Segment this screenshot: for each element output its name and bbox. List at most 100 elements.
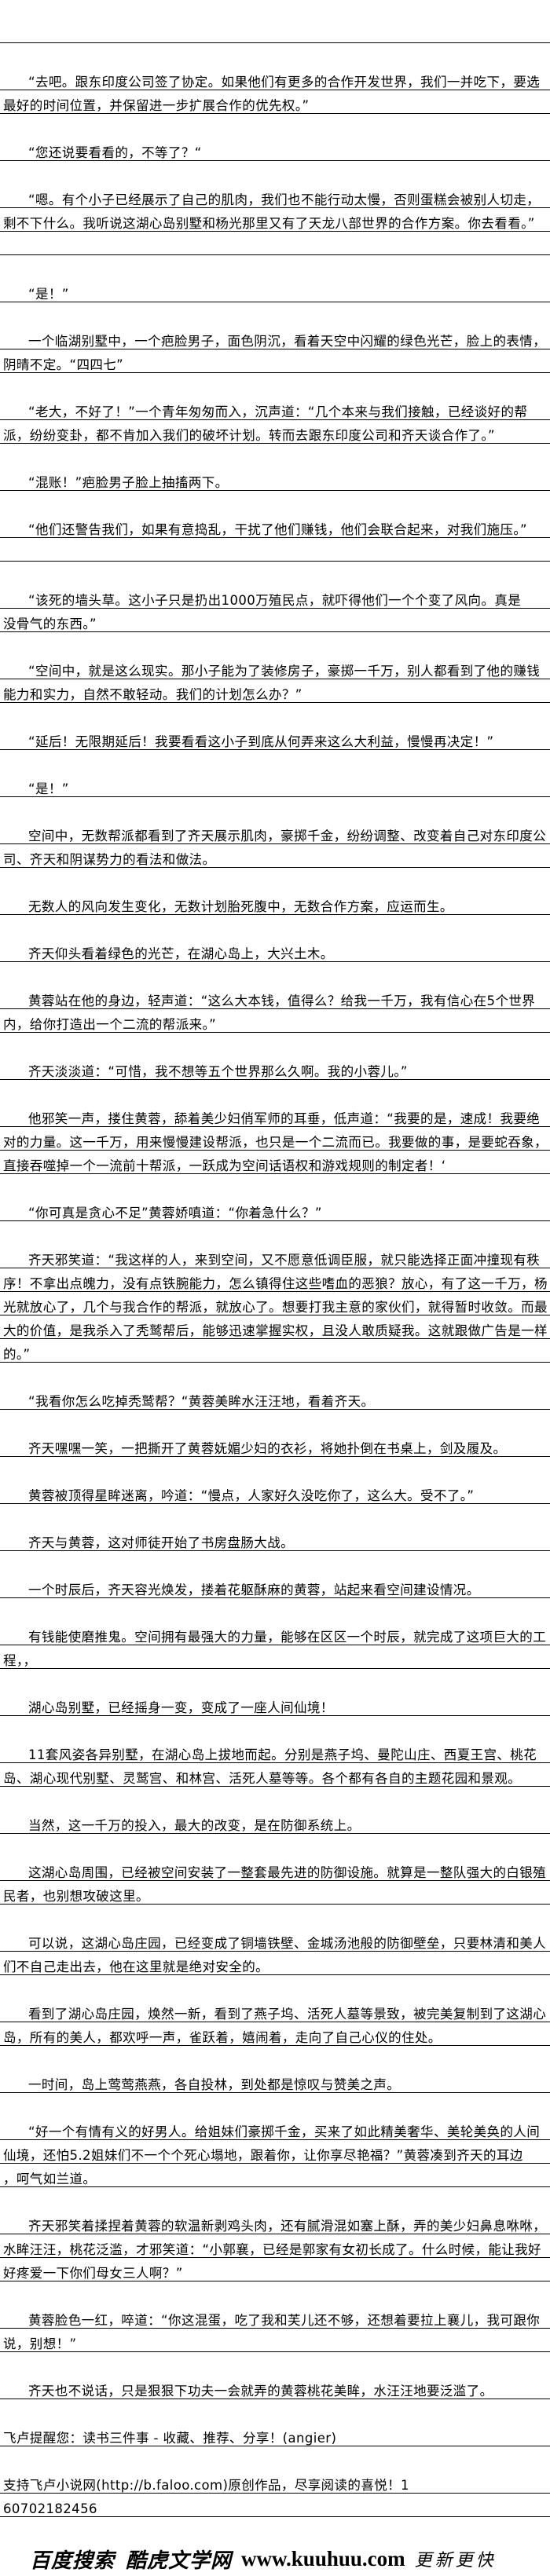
text-line: 直接吞噬掉一个一流前十帮派，一跃成为空间话语权和游戏规则的制定者！‘ bbox=[0, 1151, 550, 1174]
text-line: 黄蓉被顶得星眸迷离，吟道：“慢点，人家好久没吃你了，这么大。受不了。” bbox=[0, 1480, 550, 1504]
text-line: 飞卢提醒您：读书三件事 - 收藏、推荐、分享！(angier) bbox=[0, 2423, 550, 2446]
paragraph: 可以说，这湖心岛庄园，已经变成了铜墙铁壁、金城汤池般的防御壁垒，只要林清和美人们… bbox=[0, 1928, 550, 1975]
paragraph: “他们还警告我们，如果有意捣乱，干扰了他们赚钱，他们会联合起来，对我们施压。” bbox=[0, 514, 550, 562]
paragraph: 齐天邪笑着揉捏着黄蓉的软温新剥鸡头肉，还有腻滑混如塞上酥，弄的美少妇鼻息咻咻，水… bbox=[0, 2211, 550, 2281]
paragraph: 他邪笑一声，搂住黄蓉，舔着美少妇俏军师的耳垂，低声道：“我要的是，速成！我要绝对… bbox=[0, 1103, 550, 1174]
text-line: 剩不下什么。我听说这湖心岛别墅和杨光那里又有了天龙八部世界的合作方案。你去看看。… bbox=[0, 208, 550, 232]
text-line: 看到了湖心岛庄园，焕然一新，看到了燕子坞、活死人墓等景致，被完美复制到了这湖心 bbox=[0, 1999, 550, 2022]
paragraph: 当然，这一千万的投入，最大的改变，是在防御系统上。 bbox=[0, 1810, 550, 1834]
text-line: “好一个有情有义的好男人。给姐妹们豪掷千金，买来了如此精美奢华、美轮美奂的人间 bbox=[0, 2117, 550, 2140]
footer-note: 飞卢提醒您：读书三件事 - 收藏、推荐、分享！(angier) bbox=[0, 2423, 550, 2446]
text-line: 大的价值，是我杀入了秃鹫帮后，能够迅速掌握实权，且没人敢质疑我。这就跟做广告是一… bbox=[0, 1315, 550, 1339]
text-line: 齐天仰头看着绿色的光芒，在湖心岛上，大兴土木。 bbox=[0, 939, 550, 962]
text-line bbox=[0, 232, 550, 255]
text-line: “你可真是贪心不足”黄蓉娇嗔道：“你着急什么？” bbox=[0, 1198, 550, 1221]
paragraph: 齐天也不说话，只是狠狠下功夫一会就弄的黄蓉桃花美眸，水汪汪地要泛滥了。 bbox=[0, 2376, 550, 2399]
text-line bbox=[0, 20, 550, 43]
paragraph: 一时间，岛上莺莺燕燕，各自投林，到处都是惊叹与赞美之声。 bbox=[0, 2069, 550, 2093]
paragraph: “混账！”疤脸男子脸上抽搐两下。 bbox=[0, 467, 550, 491]
text-line: 民者，也别想攻破这里。 bbox=[0, 1881, 550, 1905]
text-line: “延后！无限期延后！我要看看这小子到底从何弄来这么大利益，慢慢再决定！” bbox=[0, 726, 550, 750]
text-line: 好疼爱一下你们母女三人啊？” bbox=[0, 2258, 550, 2281]
text-line bbox=[0, 538, 550, 562]
paragraph: 黄蓉脸色一红，啐道：“你这混蛋，吃了我和芙儿还不够，还想着要拉上襄儿，我可跟你说… bbox=[0, 2305, 550, 2352]
logo-search-text: 百度搜索 bbox=[30, 2549, 116, 2573]
text-line: 黄蓉站在他的身边，轻声道：“这么大本钱，值得么？给我一千万，我有信心在5个世界 bbox=[0, 986, 550, 1009]
text-line: 无数人的风向发生变化，无数计划胎死腹中，无数合作方案，应运而生。 bbox=[0, 891, 550, 915]
text-line: “他们还警告我们，如果有意捣乱，干扰了他们赚钱，他们会联合起来，对我们施压。” bbox=[0, 514, 550, 538]
paragraph: “空间中，就是这么现实。那小子能为了装修房子，豪掷一千万，别人都看到了他的赚钱能… bbox=[0, 656, 550, 703]
paragraph: 一个时辰后，齐天容光焕发，搂着花躯酥麻的黄蓉，站起来看空间建设情况。 bbox=[0, 1575, 550, 1598]
text-line: 可以说，这湖心岛庄园，已经变成了铜墙铁壁、金城汤池般的防御壁垒，只要林清和美人 bbox=[0, 1928, 550, 1952]
text-line: 程，， bbox=[0, 1645, 550, 1669]
text-line: 一时间，岛上莺莺燕燕，各自投林，到处都是惊叹与赞美之声。 bbox=[0, 2069, 550, 2093]
paragraph: 有钱能使磨推鬼。空间拥有最强大的力量，能够在区区一个时辰，就完成了这项巨大的工程… bbox=[0, 1622, 550, 1669]
paragraph: 齐天淡淡道：“可惜，我不想等五个世界那么久啊。我的小蓉儿。” bbox=[0, 1056, 550, 1080]
text-line: 这湖心岛周围，已经被空间安装了一整套最先进的防御设施。就算是一整队强大的白银殖 bbox=[0, 1857, 550, 1881]
paragraph: “是！” bbox=[0, 774, 550, 797]
text-line: 光就放心了，几个与我合作的帮派，就放心了。想要打我主意的家伙们，就得暂时收敛。而… bbox=[0, 1292, 550, 1315]
text-line: 序！不拿出点魄力，没有点铁腕能力，怎么镇得住这些嗜血的恶狼？放心，有了这一千万，… bbox=[0, 1268, 550, 1292]
paragraph: 齐天嘿嘿一笑，一把撕开了黄蓉妩媚少妇的衣衫，将她扑倒在书桌上，剑及履及。 bbox=[0, 1433, 550, 1457]
text-line: 黄蓉脸色一红，啐道：“你这混蛋，吃了我和芙儿还不够，还想着要拉上襄儿，我可跟你 bbox=[0, 2305, 550, 2329]
logo-slogan: 更新更快 bbox=[414, 2551, 497, 2571]
text-line: “嗯。有个小子已经展示了自己的肌肉，我们也不能行动太慢，否则蛋糕会被别人切走， bbox=[0, 185, 550, 208]
text-line: 空间中，无数帮派都看到了齐天展示肌肉，豪掷千金，纷纷调整、改变着自己对东印度公 bbox=[0, 821, 550, 844]
paragraph: “是！” bbox=[0, 279, 550, 302]
text-line: “该死的墙头草。这小子只是扔出1000万殖民点，就吓得他们一个个变了风向。真是 bbox=[0, 585, 550, 609]
paragraph: “好一个有情有义的好男人。给姐妹们豪掷千金，买来了如此精美奢华、美轮美奂的人间仙… bbox=[0, 2117, 550, 2187]
text-line: 齐天与黄蓉，这对师徒开始了书房盘肠大战。 bbox=[0, 1528, 550, 1551]
logo-site-name: 酷虎文学网 bbox=[126, 2549, 233, 2573]
paragraph: 无数人的风向发生变化，无数计划胎死腹中，无数合作方案，应运而生。 bbox=[0, 891, 550, 915]
text-line: “我看你怎么吃掉秃鹫帮？“黄蓉美眸水汪汪地，看着齐天。 bbox=[0, 1386, 550, 1410]
text-line: 水眸汪汪，桃花泛滥，才邪笑道：“小郭襄，已经是郭家有女初长成了。什么时候，能让我… bbox=[0, 2234, 550, 2258]
text-line: 岛、湖心现代别墅、灵鹫宫、和林宫、活死人墓等等。各个都有各自的主题花园和景观。 bbox=[0, 1763, 550, 1787]
text-line: “老大，不好了！”一个青年匆匆而入，沉声道：“几个本来与我们接触，已经谈好的帮 bbox=[0, 397, 550, 420]
text-line: 有钱能使磨推鬼。空间拥有最强大的力量，能够在区区一个时辰，就完成了这项巨大的工 bbox=[0, 1622, 550, 1645]
text-line: 内，给你打造出一个二流的帮派来。” bbox=[0, 1009, 550, 1033]
text-line: 齐天也不说话，只是狠狠下功夫一会就弄的黄蓉桃花美眸，水汪汪地要泛滥了。 bbox=[0, 2376, 550, 2399]
text-line: 说，别想！” bbox=[0, 2329, 550, 2352]
paragraph: 黄蓉被顶得星眸迷离，吟道：“慢点，人家好久没吃你了，这么大。受不了。” bbox=[0, 1480, 550, 1504]
paragraph: 一个临湖别墅中，一个疤脸男子，面色阴沉，看着天空中闪耀的绿色光芒，脸上的表情，阴… bbox=[0, 326, 550, 373]
text-line: 一个临湖别墅中，一个疤脸男子，面色阴沉，看着天空中闪耀的绿色光芒，脸上的表情， bbox=[0, 326, 550, 349]
paragraph: “去吧。跟东印度公司签了协定。如果他们有更多的合作开发世界，我们一并吃下，要选最… bbox=[0, 67, 550, 114]
text-line: 能力和实力，自然不敢轻动。我们的计划怎么办？” bbox=[0, 679, 550, 703]
paragraph: “嗯。有个小子已经展示了自己的肌肉，我们也不能行动太慢，否则蛋糕会被别人切走，剩… bbox=[0, 185, 550, 255]
text-line: 们不自己走出去，他在这里就是绝对安全的。 bbox=[0, 1952, 550, 1975]
text-line: 11套风姿各异别墅，在湖心岛上拔地而起。分别是燕子坞、曼陀山庄、西夏王宫、桃花 bbox=[0, 1740, 550, 1763]
text-line: “空间中，就是这么现实。那小子能为了装修房子，豪掷一千万，别人都看到了他的赚钱 bbox=[0, 656, 550, 679]
text-line: 齐天邪笑道：“我这样的人，来到空间，又不愿意低调臣服，就只能选择正面冲撞现有秩 bbox=[0, 1245, 550, 1268]
paragraph: “您还说要看看的，不等了？“ bbox=[0, 137, 550, 161]
paragraph bbox=[0, 20, 550, 43]
text-line: 的。” bbox=[0, 1339, 550, 1363]
paragraph: “延后！无限期延后！我要看看这小子到底从何弄来这么大利益，慢慢再决定！” bbox=[0, 726, 550, 750]
paragraph: 看到了湖心岛庄园，焕然一新，看到了燕子坞、活死人墓等景致，被完美复制到了这湖心岛… bbox=[0, 1999, 550, 2046]
paragraph: 齐天仰头看着绿色的光芒，在湖心岛上，大兴土木。 bbox=[0, 939, 550, 962]
paragraph: 黄蓉站在他的身边，轻声道：“这么大本钱，值得么？给我一千万，我有信心在5个世界内… bbox=[0, 986, 550, 1033]
text-line: 司、齐天和阴谋势力的看法和做法。 bbox=[0, 844, 550, 868]
text-line: 支持飞卢小说网(http://b.faloo.com)原创作品，尽享阅读的喜悦！… bbox=[0, 2470, 550, 2494]
text-line: 齐天邪笑着揉捏着黄蓉的软温新剥鸡头肉，还有腻滑混如塞上酥，弄的美少妇鼻息咻咻， bbox=[0, 2211, 550, 2234]
paragraph: “该死的墙头草。这小子只是扔出1000万殖民点，就吓得他们一个个变了风向。真是没… bbox=[0, 585, 550, 632]
paragraph: “老大，不好了！”一个青年匆匆而入，沉声道：“几个本来与我们接触，已经谈好的帮派… bbox=[0, 397, 550, 444]
paragraph: 空间中，无数帮派都看到了齐天展示肌肉，豪掷千金，纷纷调整、改变着自己对东印度公司… bbox=[0, 821, 550, 868]
text-line: 他邪笑一声，搂住黄蓉，舔着美少妇俏军师的耳垂，低声道：“我要的是，速成！我要绝 bbox=[0, 1103, 550, 1127]
text-line: “去吧。跟东印度公司签了协定。如果他们有更多的合作开发世界，我们一并吃下，要选 bbox=[0, 67, 550, 90]
paragraph: “你可真是贪心不足”黄蓉娇嗔道：“你着急什么？” bbox=[0, 1198, 550, 1221]
footer-note: 支持飞卢小说网(http://b.faloo.com)原创作品，尽享阅读的喜悦！… bbox=[0, 2470, 550, 2517]
paragraph: 这湖心岛周围，已经被空间安装了一整套最先进的防御设施。就算是一整队强大的白银殖民… bbox=[0, 1857, 550, 1905]
logo-url: www.kuuhuu.com bbox=[241, 2546, 405, 2571]
text-line: 当然，这一千万的投入，最大的改变，是在防御系统上。 bbox=[0, 1810, 550, 1834]
text-line: “混账！”疤脸男子脸上抽搐两下。 bbox=[0, 467, 550, 491]
text-line: 齐天嘿嘿一笑，一把撕开了黄蓉妩媚少妇的衣衫，将她扑倒在书桌上，剑及履及。 bbox=[0, 1433, 550, 1457]
text-line: 派，纷纷变卦，都不肯加入我们的破坏计划。转而去跟东印度公司和齐天谈合作了。” bbox=[0, 420, 550, 444]
text-line: 岛，所有的美人，都欢呼一声，雀跃着，嬉闹着，走向了自己心仪的住处。 bbox=[0, 2022, 550, 2046]
text-line: 一个时辰后，齐天容光焕发，搂着花躯酥麻的黄蓉，站起来看空间建设情况。 bbox=[0, 1575, 550, 1598]
paragraph: 湖心岛别墅，已经摇身一变，变成了一座人间仙境！ bbox=[0, 1692, 550, 1716]
text-line: “您还说要看看的，不等了？“ bbox=[0, 137, 550, 161]
text-line: 对的力量。这一千万，用来慢慢建设帮派，也只是一个二流而已。我要做的事，是要蛇吞象… bbox=[0, 1127, 550, 1151]
paragraph: 齐天邪笑道：“我这样的人，来到空间，又不愿意低调臣服，就只能选择正面冲撞现有秩序… bbox=[0, 1245, 550, 1363]
text-line: 仙境，还怕5.2姐妹们不一个个死心塌地，跟着你，让你享尽艳福？”黄蓉凑到齐天的耳… bbox=[0, 2140, 550, 2164]
text-line: 没骨气的东西。” bbox=[0, 609, 550, 632]
